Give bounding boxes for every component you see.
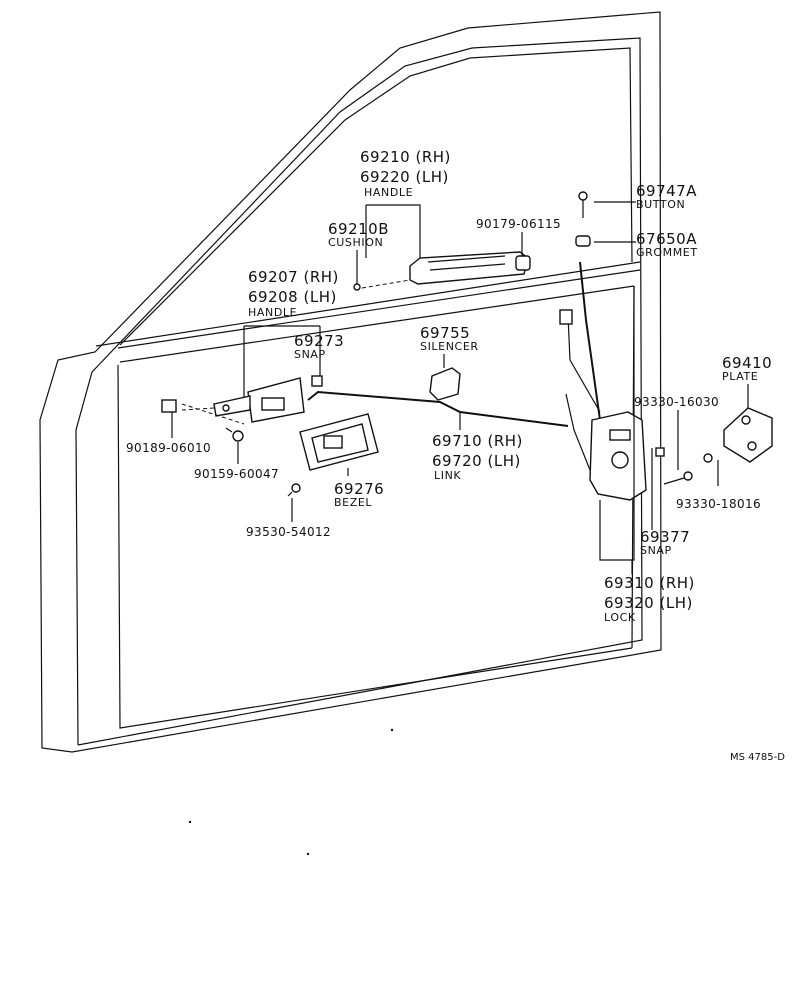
lock-lh-label: 69320 (LH) (604, 594, 693, 612)
snap-69273-number-label: 69273 (294, 332, 344, 350)
snap-69273-part (311, 375, 323, 387)
outside-handle-part (409, 251, 531, 285)
window-frame (119, 47, 633, 346)
link-rh-label: 69710 (RH) (432, 432, 523, 450)
button-number-label: 69747A (636, 182, 697, 200)
screw-93530-part (287, 483, 301, 497)
cushion-number-label: 69210B (328, 220, 389, 238)
grommet-part (575, 235, 591, 247)
silencer-number-label: 69755 (420, 324, 470, 342)
grommet-number-label: 67650A (636, 230, 697, 248)
plate-number-label: 69410 (722, 354, 772, 372)
screw-93330-18016-label: 93330-18016 (676, 497, 761, 511)
screw-90159-part (225, 427, 244, 442)
outside-handle-rh-label: 69210 (RH) (360, 148, 451, 166)
plate-name-label: PLATE (722, 370, 758, 383)
screw-90159-label: 90159-60047 (194, 467, 279, 481)
lock-rh-label: 69310 (RH) (604, 574, 695, 592)
inside-handle-rh-label: 69207 (RH) (248, 268, 339, 286)
lock-name-label: LOCK (604, 611, 636, 624)
plate-part (723, 407, 773, 463)
door-outline (39, 11, 662, 753)
snap-69377-number-label: 69377 (640, 528, 690, 546)
bezel-name-label: BEZEL (334, 496, 372, 509)
link-rod (307, 390, 569, 427)
silencer-part (429, 367, 461, 401)
screw-93330-18016-part (703, 453, 713, 463)
snap-69377-name-label: SNAP (640, 544, 672, 557)
button-part (578, 191, 588, 218)
inside-handle-lh-label: 69208 (LH) (248, 288, 337, 306)
button-name-label: BUTTON (636, 198, 685, 211)
outside-handle-name-label: HANDLE (364, 186, 413, 199)
snap-69377-part (655, 447, 665, 457)
clip-part (161, 399, 177, 413)
snap-69273-name-label: SNAP (294, 348, 326, 361)
silencer-name-label: SILENCER (420, 340, 479, 353)
scan-specks (188, 728, 394, 856)
leader-lines (171, 201, 749, 574)
link-name-label: LINK (434, 469, 461, 482)
inside-handle-dashline (181, 403, 245, 425)
cushion-name-label: CUSHION (328, 236, 383, 249)
bolt-90179-label: 90179-06115 (476, 217, 561, 231)
link-lh-label: 69720 (LH) (432, 452, 521, 470)
screw-93330-16030-part (663, 471, 693, 485)
lock-rods (559, 261, 601, 471)
screw-93330-16030-label: 93330-16030 (634, 395, 719, 409)
grommet-name-label: GROMMET (636, 246, 698, 259)
inside-handle-part (213, 377, 305, 423)
outside-handle-lh-label: 69220 (LH) (360, 168, 449, 186)
lock-part (589, 411, 647, 501)
cushion-screw-part (353, 279, 411, 291)
inside-handle-name-label: HANDLE (248, 306, 297, 319)
screw-93530-label: 93530-54012 (246, 525, 331, 539)
diagram-code-label: MS 4785-D (730, 752, 785, 763)
bezel-part (299, 413, 379, 471)
bezel-number-label: 69276 (334, 480, 384, 498)
clip-90189-label: 90189-06010 (126, 441, 211, 455)
